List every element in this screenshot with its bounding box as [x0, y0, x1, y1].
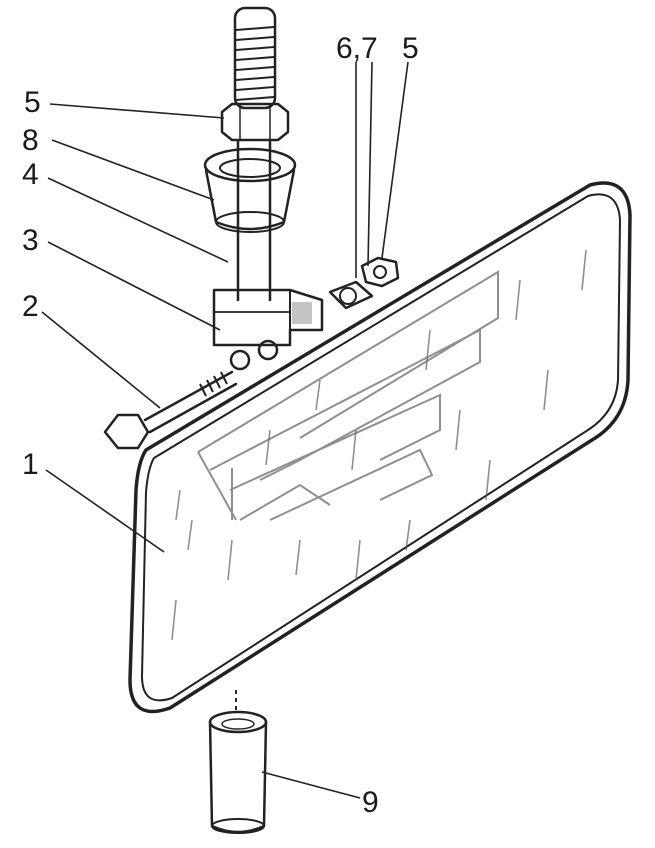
mirror-glass-shading — [171, 249, 587, 641]
cone-bushing — [203, 147, 297, 233]
clamp-bolt — [103, 339, 279, 450]
vertical-rod — [236, 138, 272, 302]
threaded-stud — [233, 6, 277, 110]
mirror-frame — [128, 181, 632, 714]
callout-3: 3 — [22, 224, 39, 257]
watermark-logo — [197, 270, 499, 521]
callout-labels: 5 8 4 3 2 1 6,7 5 9 — [22, 32, 419, 819]
sleeve — [208, 690, 268, 834]
callout-4: 4 — [22, 158, 39, 191]
bracket-block — [212, 288, 324, 347]
callout-5-top: 5 — [24, 86, 41, 119]
callout-2: 2 — [22, 290, 39, 323]
top-nut — [220, 102, 290, 142]
callout-5-right: 5 — [402, 32, 419, 65]
callout-6-7: 6,7 — [336, 32, 378, 65]
leader-lines — [41, 61, 409, 799]
mirror-clamp — [328, 256, 400, 310]
callout-9: 9 — [362, 786, 379, 819]
callout-1: 1 — [22, 448, 39, 481]
callout-8: 8 — [22, 124, 39, 157]
